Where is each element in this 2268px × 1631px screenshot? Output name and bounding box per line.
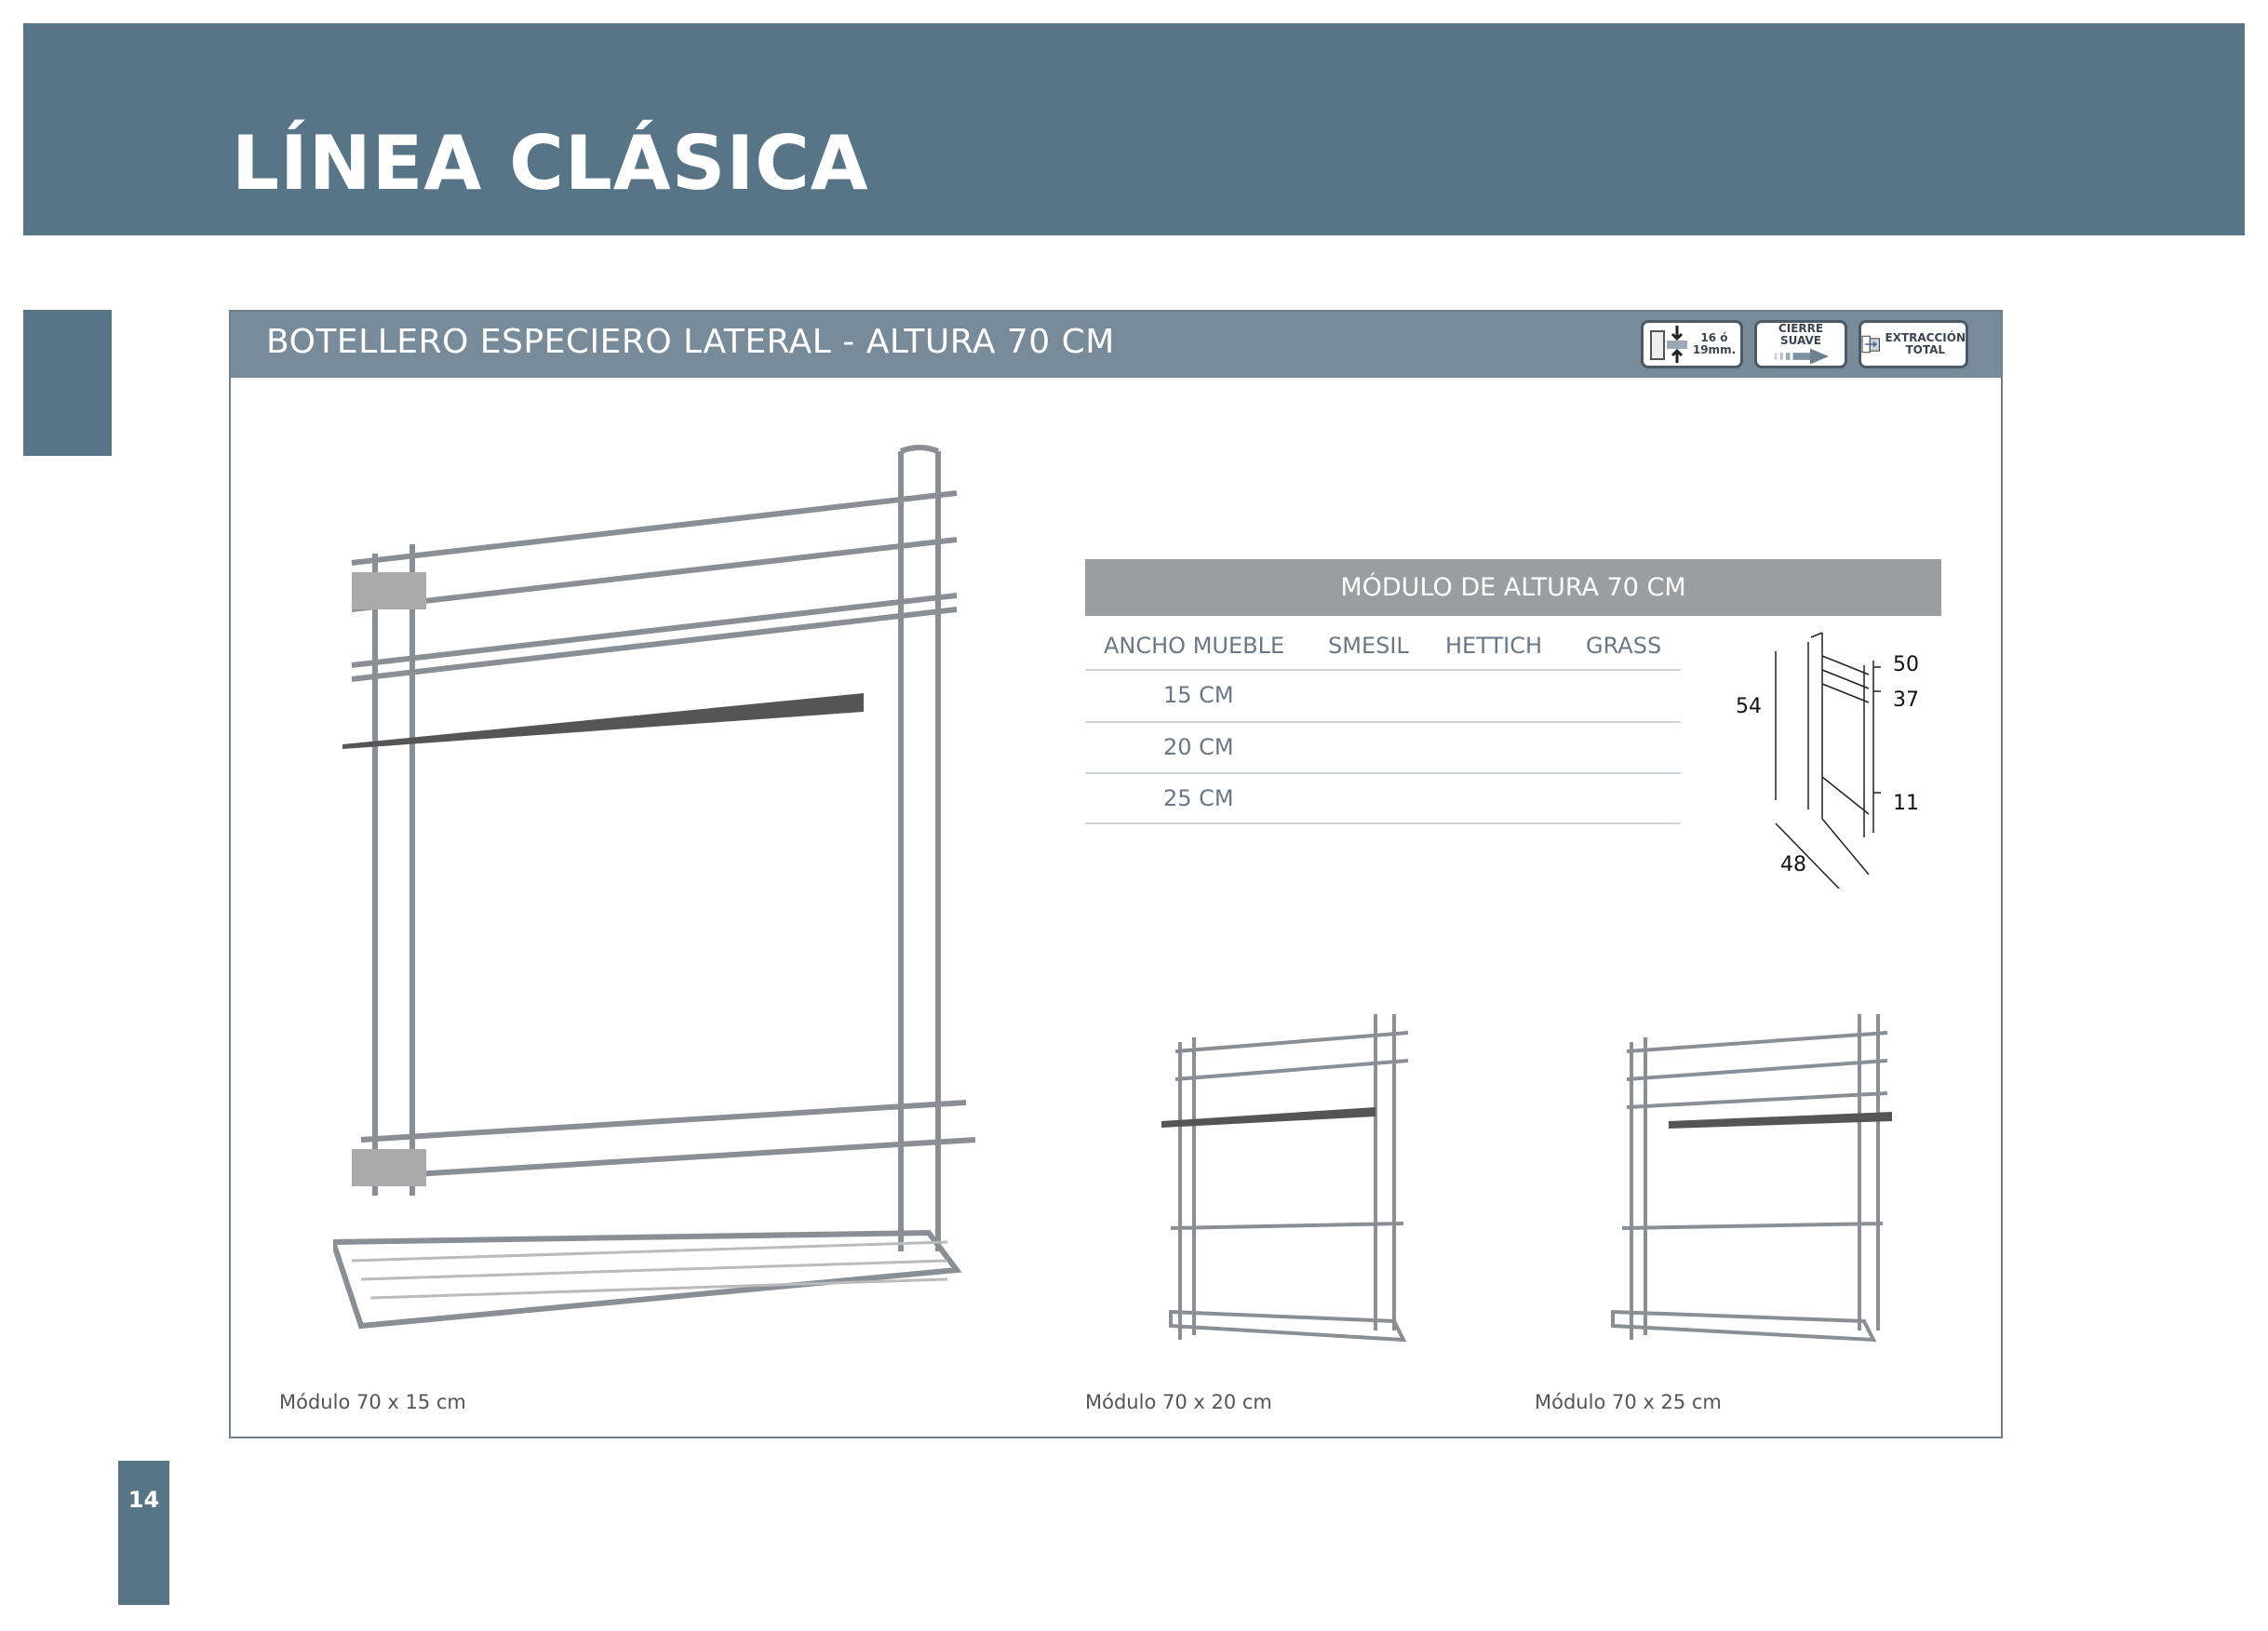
side-tab	[23, 310, 112, 456]
page-number: 14	[127, 1487, 160, 1513]
soft-close-badge-icon: CIERRE SUAVE	[1754, 320, 1847, 368]
caption: Módulo 70 x 20 cm	[1085, 1391, 1272, 1413]
badge-text: CIERRE SUAVE	[1778, 322, 1824, 347]
row-width: 15 CM	[1163, 682, 1234, 708]
row-width: 25 CM	[1163, 785, 1234, 811]
dimension-level: 11	[1893, 792, 1919, 815]
table-row: 15 CM	[1085, 669, 1681, 721]
panel-header: BOTELLERO ESPECIERO LATERAL - ALTURA 70 …	[231, 312, 2001, 378]
column-header: GRASS	[1586, 633, 1662, 659]
page-number-tab: 14	[118, 1461, 169, 1605]
panel-title: BOTELLERO ESPECIERO LATERAL - ALTURA 70 …	[266, 323, 1115, 361]
column-header: ANCHO MUEBLE	[1104, 633, 1285, 659]
dimension-level: 50	[1893, 653, 1919, 676]
column-header: SMESIL	[1328, 633, 1409, 659]
dimension-height: 54	[1736, 695, 1762, 718]
header-band: LÍNEA CLÁSICA	[23, 23, 2245, 235]
caption: Módulo 70 x 25 cm	[1535, 1391, 1722, 1413]
dimension-diagram	[1775, 632, 1881, 889]
page-title: LÍNEA CLÁSICA	[232, 120, 869, 207]
badge-text: EXTRACCIÓN	[1885, 331, 1966, 344]
badge-text: 19mm.	[1692, 343, 1737, 356]
badge-text: 16 ó	[1700, 331, 1728, 344]
table-row: 25 CM	[1085, 772, 1681, 824]
badge-text: TOTAL	[1905, 343, 1946, 356]
row-width: 20 CM	[1163, 734, 1234, 760]
dimension-level: 37	[1893, 688, 1919, 712]
column-header: HETTICH	[1445, 633, 1542, 659]
rack-image-15cm	[333, 445, 976, 1330]
dimension-depth: 48	[1780, 853, 1806, 876]
caption: Módulo 70 x 15 cm	[279, 1391, 466, 1413]
rack-image-20cm	[1161, 1014, 1409, 1343]
rack-image-25cm	[1611, 1014, 1892, 1343]
table-header: MÓDULO DE ALTURA 70 CM	[1085, 559, 1941, 616]
table-row: 20 CM	[1085, 721, 1681, 773]
product-panel: BOTELLERO ESPECIERO LATERAL - ALTURA 70 …	[229, 310, 2003, 1438]
